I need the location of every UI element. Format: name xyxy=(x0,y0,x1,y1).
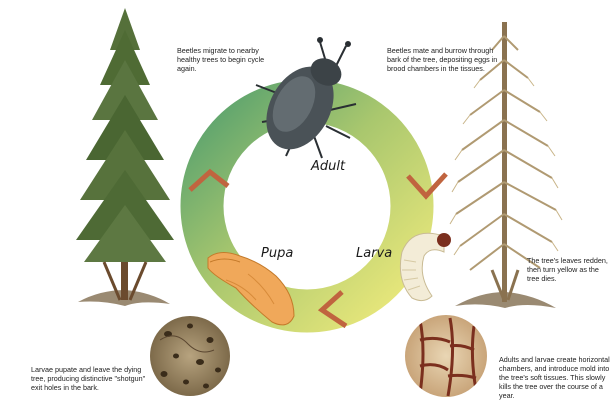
note-leaves: The tree's leaves redden, then turn yell… xyxy=(527,256,611,283)
note-burrow: Beetles mate and burrow through bark of … xyxy=(387,46,499,73)
gallery-chambers-icon xyxy=(405,315,487,397)
stage-label-larva: Larva xyxy=(356,246,392,261)
note-migrate: Beetles migrate to nearby healthy trees … xyxy=(177,46,275,73)
exit-holes-icon xyxy=(150,316,230,396)
larva-icon xyxy=(400,233,451,301)
note-pupate: Larvae pupate and leave the dying tree, … xyxy=(31,365,155,392)
healthy-tree-icon xyxy=(76,8,174,306)
note-chambers: Adults and larvae create horizontal cham… xyxy=(499,355,613,400)
stage-label-adult: Adult xyxy=(311,159,345,174)
stage-label-pupa: Pupa xyxy=(261,246,293,261)
